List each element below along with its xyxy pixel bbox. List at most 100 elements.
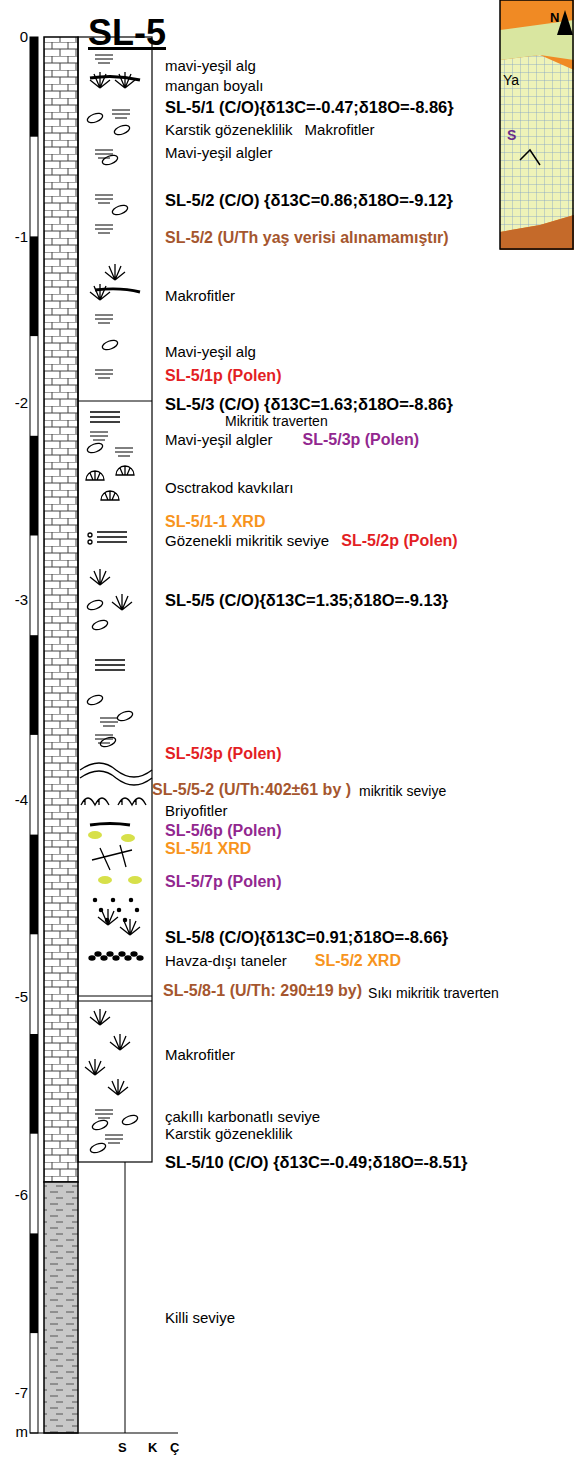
- algae-symbol: [95, 315, 113, 323]
- log-label: SL-5/6p (Polen): [165, 822, 281, 840]
- scale-band: [30, 635, 38, 735]
- log-label: Killi seviye: [165, 1309, 235, 1326]
- grain-dot: [93, 898, 96, 901]
- pebble-symbol: [113, 956, 119, 960]
- macrophyte-symbol: [90, 72, 110, 88]
- log-label: SL-5/5-2 (U/Th:402±61 by ): [152, 781, 351, 799]
- log-label: Mavi-yeşil algler: [165, 144, 273, 161]
- map-inset: [500, 0, 574, 250]
- log-label: K: [148, 1441, 157, 1456]
- log-label: çakıllı karbonatlı seviye: [165, 1108, 320, 1125]
- pebble-symbol: [95, 952, 101, 956]
- log-label: SL-5/5 (C/O){δ13C=1.35;δ18O=-9.13}: [165, 591, 448, 610]
- grain-size-line: [125, 1162, 126, 1433]
- log-label: SL-5/1p (Polen): [165, 367, 281, 385]
- log-label: Ç: [170, 1441, 179, 1456]
- limestone-column: [44, 37, 78, 1182]
- grain-symbol: [98, 876, 112, 884]
- scale-band: [30, 436, 38, 536]
- scale-band: [30, 236, 38, 336]
- log-title: SL-5: [88, 12, 166, 54]
- log-label: Mikritik traverten: [225, 413, 328, 429]
- pebble-symbol: [137, 956, 143, 960]
- scale-bar: [30, 37, 38, 1433]
- crack-symbol: [92, 845, 132, 870]
- log-label: Makrofitler: [165, 1046, 235, 1063]
- pebble-symbol: [101, 956, 107, 960]
- log-label: SL-5/1-1 XRD: [165, 513, 265, 531]
- log-label: mavi-yeşil alg: [165, 57, 256, 74]
- pebble-symbol: [125, 956, 131, 960]
- vug-symbol: [86, 694, 104, 707]
- algae-symbol: [105, 1135, 123, 1143]
- macrophyte-symbol: [90, 1009, 110, 1025]
- algae-symbol: [90, 432, 108, 440]
- bed-boundary: [78, 996, 152, 997]
- log-label: SL-5/10 (C/O) {δ13C=-0.49;δ18O=-8.51}: [165, 1153, 467, 1172]
- symbols: [80, 55, 152, 1154]
- grain-dot: [111, 898, 114, 901]
- log-label: 0: [20, 28, 28, 45]
- vug-symbol: [101, 339, 119, 352]
- log-label: SL-5/2 (U/Th yaş verisi alınamamıştır): [165, 229, 449, 247]
- vug-symbol: [89, 1142, 107, 1155]
- log-label: SL-5/8-1 (U/Th: 290±19 by): [163, 982, 362, 1000]
- vug-symbol: [91, 1119, 109, 1132]
- log-label: -6: [15, 1186, 28, 1203]
- vug-symbol: [86, 599, 104, 612]
- macrophyte-symbol: [85, 1059, 105, 1075]
- macrophyte-symbol: [98, 909, 118, 925]
- manganese-band: [90, 824, 130, 826]
- vug-symbol: [91, 619, 109, 632]
- pore-symbol: [88, 540, 92, 544]
- log-label: SL-5/2p (Polen): [341, 532, 457, 550]
- bryophyte-symbol: [81, 798, 109, 805]
- macrophyte-symbol: [112, 594, 132, 610]
- log-label: Sıkı mikritik traverten: [368, 985, 499, 1001]
- log-label: mikritik seviye: [359, 783, 446, 799]
- bryophyte-symbol: [118, 798, 146, 805]
- bed-boundary: [78, 401, 152, 402]
- vug-symbol: [111, 204, 129, 217]
- bed-boundary: [78, 1001, 152, 1002]
- algae-symbol: [95, 150, 113, 158]
- macrophyte-symbol: [110, 1034, 130, 1050]
- log-label: SL-5/3p (Polen): [303, 431, 419, 449]
- clay-column: [44, 1182, 78, 1433]
- macrophyte-symbol: [105, 264, 125, 280]
- vug-symbol: [101, 154, 119, 167]
- vug-symbol: [86, 442, 104, 455]
- algae-symbol: [115, 448, 133, 456]
- grain-dot: [135, 908, 138, 911]
- log-label: SL-5/3p (Polen): [165, 745, 281, 763]
- symbol-column: [78, 37, 152, 1162]
- pebble-symbol: [89, 956, 95, 960]
- log-label: Makrofitler: [165, 287, 235, 304]
- log-label: -5: [15, 988, 28, 1005]
- macrophyte-symbol: [108, 1079, 128, 1095]
- ostracod-symbol: [101, 491, 119, 500]
- log-label: Mavi-yeşil algler: [165, 431, 273, 448]
- vug-symbol: [99, 736, 117, 749]
- pebble-symbol: [107, 952, 113, 956]
- log-label: Briyofitler: [165, 802, 228, 819]
- log-label: Gözenekli mikritik seviye: [165, 532, 329, 549]
- wavy-lamina: [80, 771, 152, 785]
- log-label: -4: [15, 791, 28, 808]
- log-label: Karstik gözeneklilik: [165, 121, 293, 138]
- grain-dot: [117, 908, 120, 911]
- log-label: S: [507, 127, 516, 143]
- vug-symbol: [113, 124, 131, 137]
- algae-symbol: [100, 718, 118, 726]
- scale-band: [30, 835, 38, 935]
- scale-band: [30, 37, 38, 137]
- macrophyte-symbol: [90, 284, 110, 300]
- algae-symbol: [95, 1110, 113, 1118]
- log-label: SL-5/3 (C/O) {δ13C=1.63;δ18O=-8.86}: [165, 395, 453, 414]
- log-label: SL-5/2 XRD: [315, 952, 401, 970]
- algae-symbol: [95, 195, 113, 203]
- grain-symbol: [128, 876, 142, 884]
- log-label: m: [16, 1423, 29, 1440]
- scale-band: [30, 1233, 38, 1333]
- log-label: Karstik gözeneklilik: [165, 1125, 293, 1142]
